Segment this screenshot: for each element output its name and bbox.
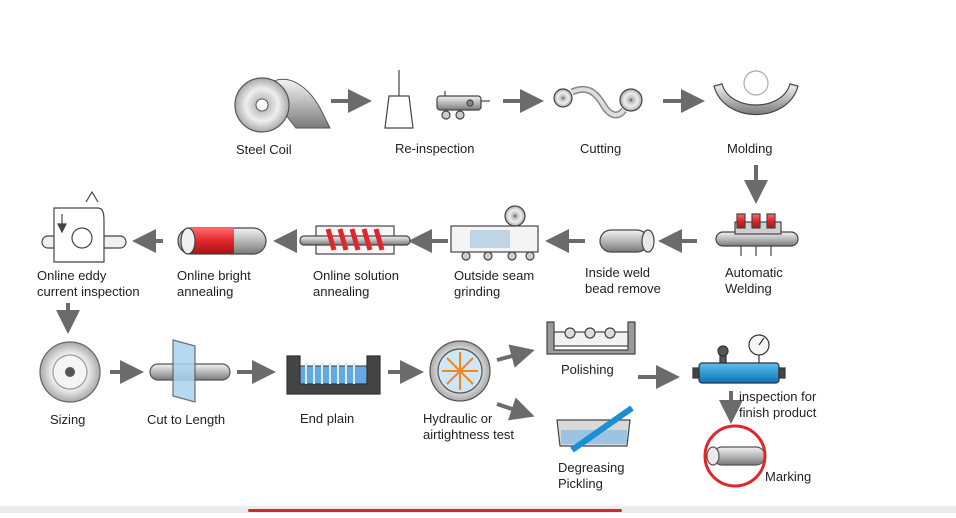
reinspection-icon bbox=[384, 70, 490, 129]
end-plain-icon bbox=[286, 355, 381, 395]
label-bright-annealing: Online bright annealing bbox=[177, 268, 251, 300]
online-bright-annealing-icon bbox=[177, 227, 267, 255]
label-outside-seam-line2: grinding bbox=[454, 284, 501, 299]
label-finish-inspection: inspection for finish product bbox=[739, 389, 816, 421]
label-outside-seam-line1: Outside seam bbox=[454, 268, 535, 283]
steel-coil-icon bbox=[234, 77, 331, 133]
label-inside-weld-line1: Inside weld bbox=[585, 265, 651, 280]
label-automatic-welding: Automatic Welding bbox=[725, 265, 783, 297]
label-sizing: Sizing bbox=[50, 412, 86, 427]
cutting-icon bbox=[553, 85, 643, 119]
eddy-current-icon bbox=[41, 190, 127, 263]
label-polishing: Polishing bbox=[561, 362, 614, 377]
label-degreasing: Degreasing Pickling bbox=[558, 460, 625, 492]
label-finish-inspection-line2: finish product bbox=[739, 405, 817, 420]
label-inside-weld: Inside weld bead remove bbox=[585, 265, 661, 297]
finish-inspection-icon bbox=[692, 334, 786, 384]
label-eddy-current-line1: Online eddy bbox=[37, 268, 107, 283]
label-hydraulic-line2: airtightness test bbox=[423, 427, 515, 442]
molding-icon bbox=[713, 70, 799, 116]
label-finish-inspection-line1: inspection for bbox=[739, 389, 817, 404]
label-re-inspection: Re-inspection bbox=[395, 141, 475, 156]
outside-seam-grinding-icon bbox=[450, 205, 539, 261]
label-degreasing-line2: Pickling bbox=[558, 476, 603, 491]
label-marking: Marking bbox=[765, 469, 812, 484]
sizing-icon bbox=[39, 341, 101, 403]
label-end-plain: End plain bbox=[300, 411, 355, 426]
label-bright-annealing-line1: Online bright bbox=[177, 268, 251, 283]
label-eddy-current-line2: current inspection bbox=[37, 284, 140, 299]
label-solution-annealing-line2: annealing bbox=[313, 284, 370, 299]
video-progress-fill bbox=[248, 509, 622, 512]
cut-to-length-icon bbox=[149, 339, 231, 403]
label-bright-annealing-line2: annealing bbox=[177, 284, 234, 299]
label-solution-annealing-line1: Online solution bbox=[313, 268, 399, 283]
arrow-hydro-to-polishing bbox=[496, 344, 535, 368]
hydraulic-test-icon bbox=[429, 340, 491, 402]
label-hydraulic: Hydraulic or airtightness test bbox=[423, 411, 514, 443]
online-solution-annealing-icon bbox=[299, 225, 411, 255]
label-cutting: Cutting bbox=[580, 141, 622, 156]
video-progress-bar[interactable] bbox=[0, 506, 956, 513]
label-steel-coil: Steel Coil bbox=[236, 142, 292, 157]
label-degreasing-line1: Degreasing bbox=[558, 460, 625, 475]
automatic-welding-icon bbox=[715, 213, 799, 256]
label-outside-seam: Outside seam grinding bbox=[454, 268, 534, 300]
arrow-hydro-to-degreasing bbox=[496, 397, 535, 421]
label-solution-annealing: Online solution annealing bbox=[313, 268, 399, 300]
degreasing-pickling-icon bbox=[556, 405, 634, 453]
flow-arrows bbox=[56, 89, 768, 424]
label-automatic-welding-line1: Automatic bbox=[725, 265, 783, 280]
label-inside-weld-line2: bead remove bbox=[585, 281, 661, 296]
polishing-icon bbox=[546, 321, 636, 355]
label-molding: Molding bbox=[727, 141, 773, 156]
inside-weld-bead-remove-icon bbox=[599, 229, 655, 253]
label-cut-to-length: Cut to Length bbox=[147, 412, 226, 427]
label-eddy-current: Online eddy current inspection bbox=[37, 268, 140, 300]
label-automatic-welding-line2: Welding bbox=[725, 281, 772, 296]
label-hydraulic-line1: Hydraulic or bbox=[423, 411, 493, 426]
marking-icon bbox=[703, 424, 767, 488]
